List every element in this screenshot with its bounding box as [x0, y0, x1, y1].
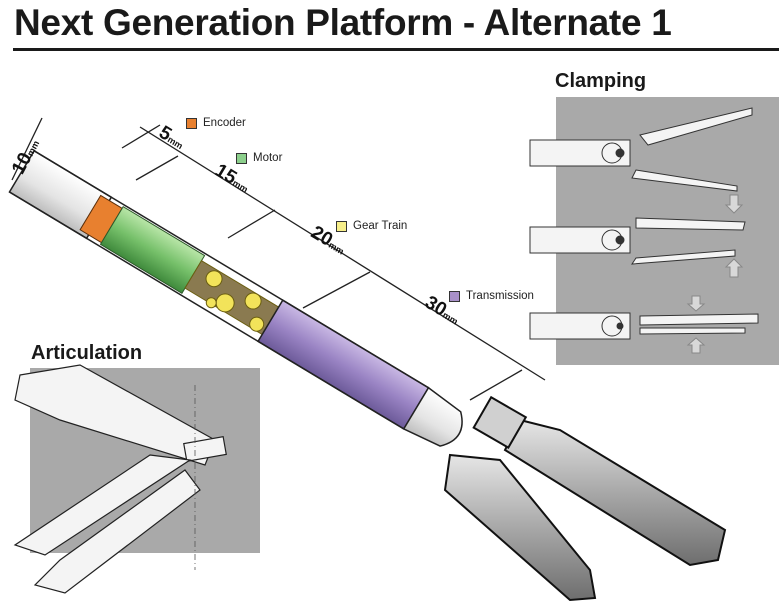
- title-underline: [13, 48, 779, 51]
- main-instrument: [8, 149, 463, 447]
- clamping-panel: [529, 97, 779, 365]
- motor-swatch: [236, 152, 247, 164]
- legend-label: Encoder: [203, 117, 246, 129]
- gear-train-swatch: [336, 220, 347, 232]
- jaw-clevis: [472, 395, 528, 449]
- clamping-state-open: [529, 107, 753, 192]
- legend-item-motor: Motor: [236, 152, 282, 164]
- legend-label: Motor: [253, 152, 283, 164]
- dimension-lines: [11, 117, 546, 401]
- jaw-upper: [503, 418, 727, 567]
- encoder-swatch: [186, 117, 197, 129]
- articulation-joint: [183, 435, 227, 463]
- transmission-section: [257, 299, 430, 430]
- clamping-state-closing: [529, 194, 746, 278]
- transmission-swatch: [449, 290, 460, 302]
- articulation-title: Articulation: [31, 342, 143, 364]
- legend-item-gear-train: Gear Train: [336, 220, 407, 232]
- legend-label: Gear Train: [353, 220, 408, 232]
- shaft-tip: [402, 386, 463, 447]
- jaw-lower: [443, 453, 597, 602]
- clamping-state-closed: [529, 295, 759, 354]
- legend-item-encoder: Encoder: [186, 117, 246, 129]
- main-jaws: [443, 395, 727, 602]
- articulation-jaw-upper: [13, 454, 192, 556]
- motor-section: [99, 205, 206, 294]
- page-title: Next Generation Platform - Alternate 1: [14, 2, 672, 43]
- legend-label: Transmission: [466, 290, 534, 302]
- clamping-title: Clamping: [555, 70, 647, 92]
- articulation-jaw-lower: [33, 469, 201, 594]
- gear-train-section: [184, 260, 280, 336]
- legend-item-transmission: Transmission: [449, 290, 534, 302]
- articulation-panel: [13, 364, 260, 594]
- articulation-shaft: [14, 364, 216, 466]
